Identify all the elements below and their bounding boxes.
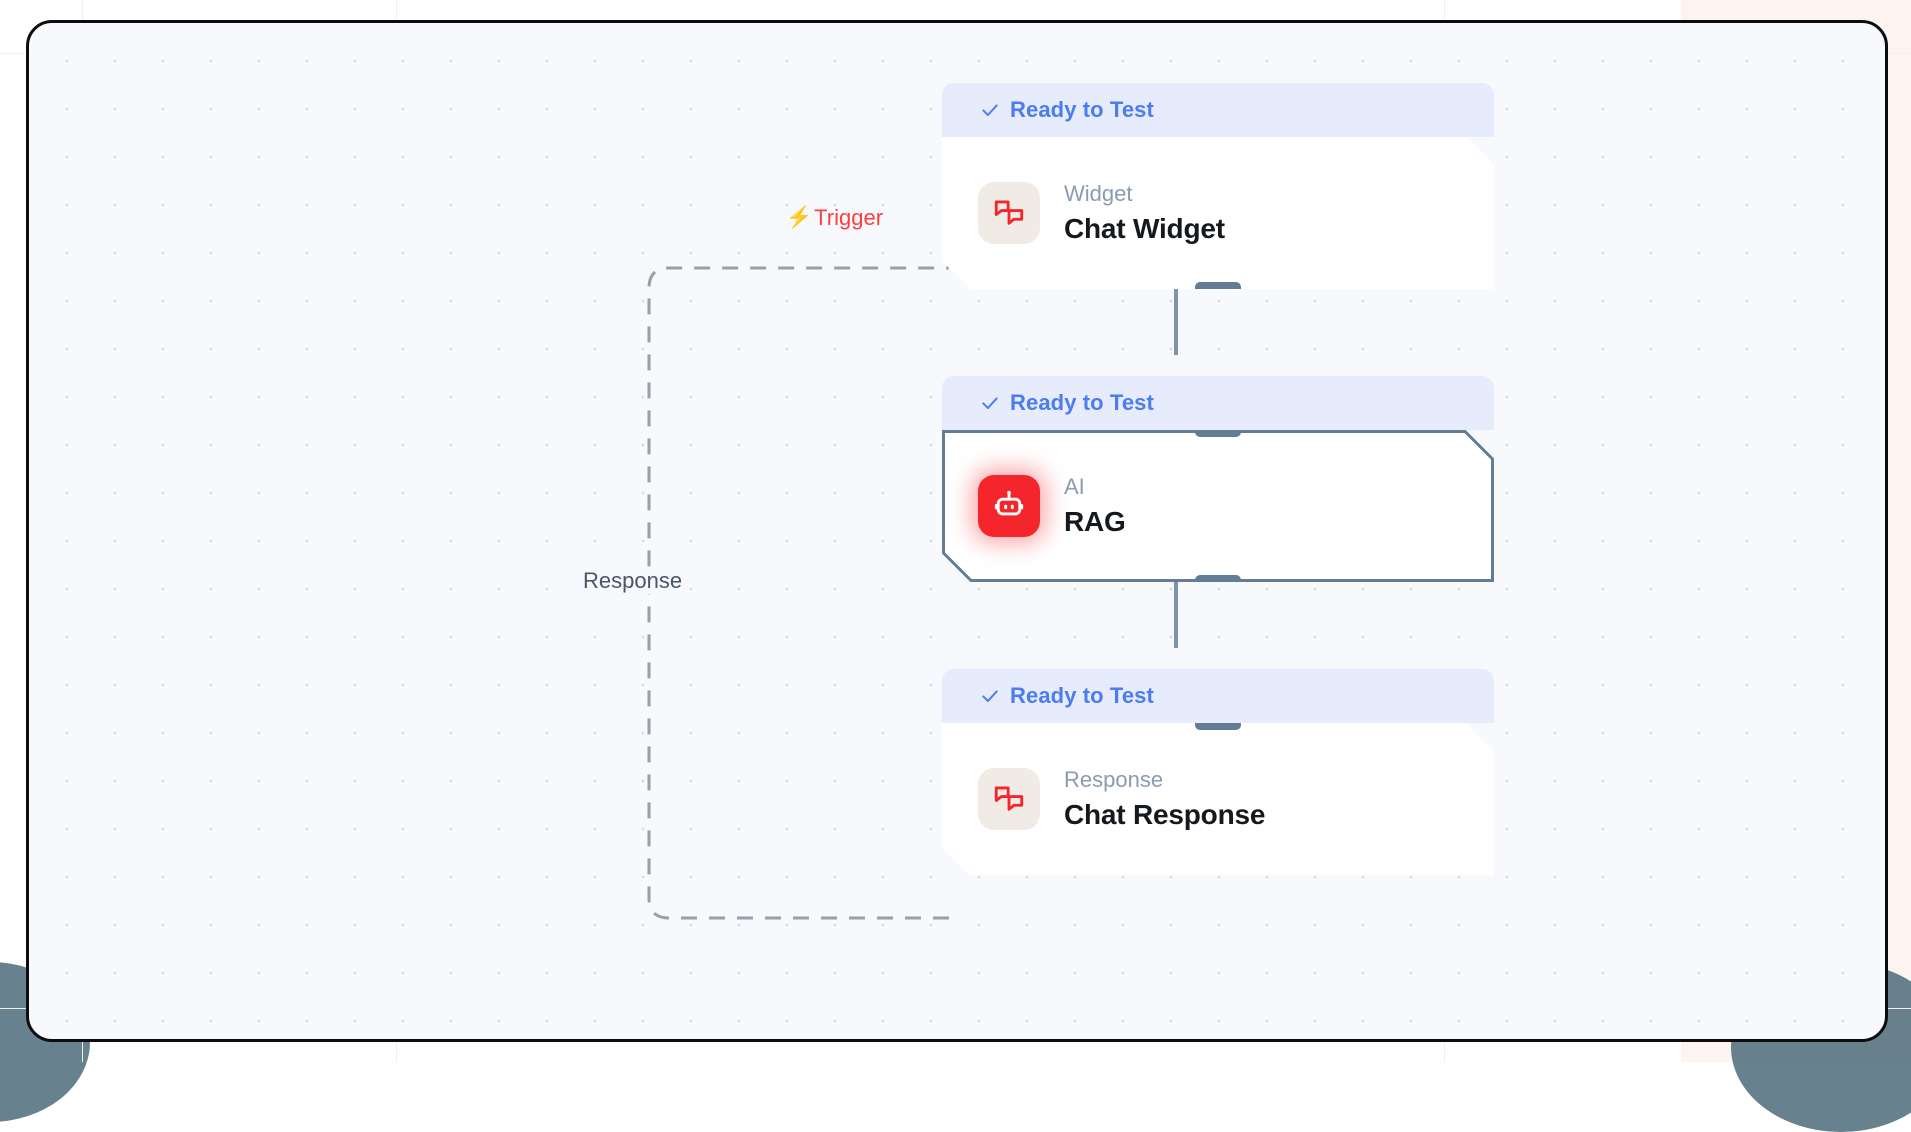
check-icon: [980, 100, 1000, 120]
edge-label-trigger: ⚡ Trigger: [786, 207, 883, 229]
edge-label-response-text: Response: [583, 570, 682, 592]
check-icon: [980, 686, 1000, 706]
node-status-label: Ready to Test: [1010, 97, 1154, 123]
chat-bubbles-icon: [992, 196, 1026, 230]
node-title: Chat Widget: [1064, 211, 1225, 246]
lightning-bolt-icon: ⚡: [786, 207, 812, 228]
node-title: RAG: [1064, 504, 1126, 539]
node-rag[interactable]: Ready to Test AI RAG: [942, 376, 1494, 582]
robot-icon: [992, 489, 1026, 523]
node-text: AI RAG: [1064, 473, 1126, 539]
node-chat-widget[interactable]: Ready to Test Widget Chat Widget: [942, 83, 1494, 289]
chat-bubbles-icon: [992, 782, 1026, 816]
node-text: Response Chat Response: [1064, 766, 1265, 832]
node-kind-label: AI: [1064, 473, 1126, 501]
node-icon-wrapper: [978, 182, 1040, 244]
workflow-canvas[interactable]: ⚡ Trigger Response Ready to Test Widget …: [26, 20, 1888, 1042]
node-icon-wrapper: [978, 768, 1040, 830]
node-handle-bottom[interactable]: [1195, 282, 1241, 295]
node-icon-wrapper: [978, 475, 1040, 537]
node-chat-response[interactable]: Ready to Test Response Chat Response: [942, 669, 1494, 875]
node-status-badge: Ready to Test: [942, 376, 1494, 430]
edge-trigger-response-path: [649, 268, 949, 918]
node-text: Widget Chat Widget: [1064, 180, 1225, 246]
node-card[interactable]: Widget Chat Widget: [942, 137, 1494, 289]
edge-label-response: Response: [577, 568, 688, 594]
check-icon: [980, 393, 1000, 413]
node-kind-label: Response: [1064, 766, 1265, 794]
node-status-badge: Ready to Test: [942, 669, 1494, 723]
node-status-badge: Ready to Test: [942, 83, 1494, 137]
node-card[interactable]: Response Chat Response: [942, 723, 1494, 875]
node-kind-label: Widget: [1064, 180, 1225, 208]
node-handle-bottom[interactable]: [1195, 575, 1241, 588]
node-status-label: Ready to Test: [1010, 390, 1154, 416]
node-card[interactable]: AI RAG: [942, 430, 1494, 582]
edge-label-trigger-text: Trigger: [814, 207, 883, 229]
node-title: Chat Response: [1064, 797, 1265, 832]
node-status-label: Ready to Test: [1010, 683, 1154, 709]
